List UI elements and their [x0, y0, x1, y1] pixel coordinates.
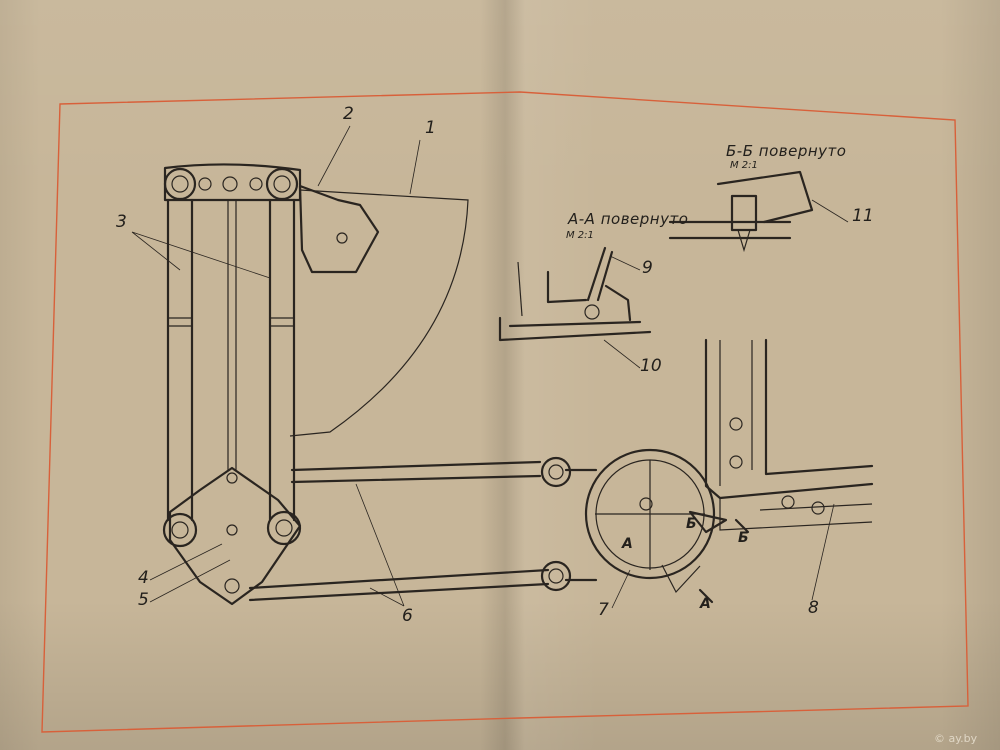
section-letter-b-lower: Б — [738, 530, 749, 546]
callout-1: 1 — [425, 118, 436, 138]
section-aa-title: А-А повернуто — [568, 210, 689, 228]
leader-lines — [131, 125, 849, 609]
callout-11: 11 — [852, 206, 874, 226]
callout-4: 4 — [138, 568, 149, 588]
section-bb-title: Б-Б повернуто — [726, 142, 847, 160]
part-7-protractor — [584, 448, 750, 604]
part-8-l-square — [704, 338, 874, 531]
section-bb-detail — [668, 170, 814, 253]
part-4-5-diamond-plate — [162, 466, 302, 606]
part-1-plate — [289, 189, 469, 437]
callout-7: 7 — [598, 600, 609, 620]
drawing-frame — [41, 91, 969, 733]
section-aa-detail — [498, 246, 652, 342]
part-6-arms — [248, 456, 598, 602]
top-crossbar — [163, 163, 302, 202]
section-letter-a-upper: А — [622, 536, 633, 552]
callout-5: 5 — [138, 590, 149, 610]
section-letter-a-lower: А — [700, 596, 711, 612]
callout-10: 10 — [640, 356, 662, 376]
callout-3: 3 — [116, 212, 127, 232]
callout-9: 9 — [642, 258, 653, 278]
part-2-clamp — [298, 184, 380, 274]
section-aa-scale: М 2:1 — [566, 230, 594, 241]
part-3-vertical-bars — [166, 198, 296, 522]
callout-6: 6 — [402, 606, 413, 626]
watermark: © ay.by — [934, 732, 978, 745]
section-bb-scale: М 2:1 — [730, 160, 758, 171]
section-letter-b-upper: Б — [686, 516, 697, 532]
callout-2: 2 — [343, 104, 354, 124]
callout-8: 8 — [808, 598, 819, 618]
